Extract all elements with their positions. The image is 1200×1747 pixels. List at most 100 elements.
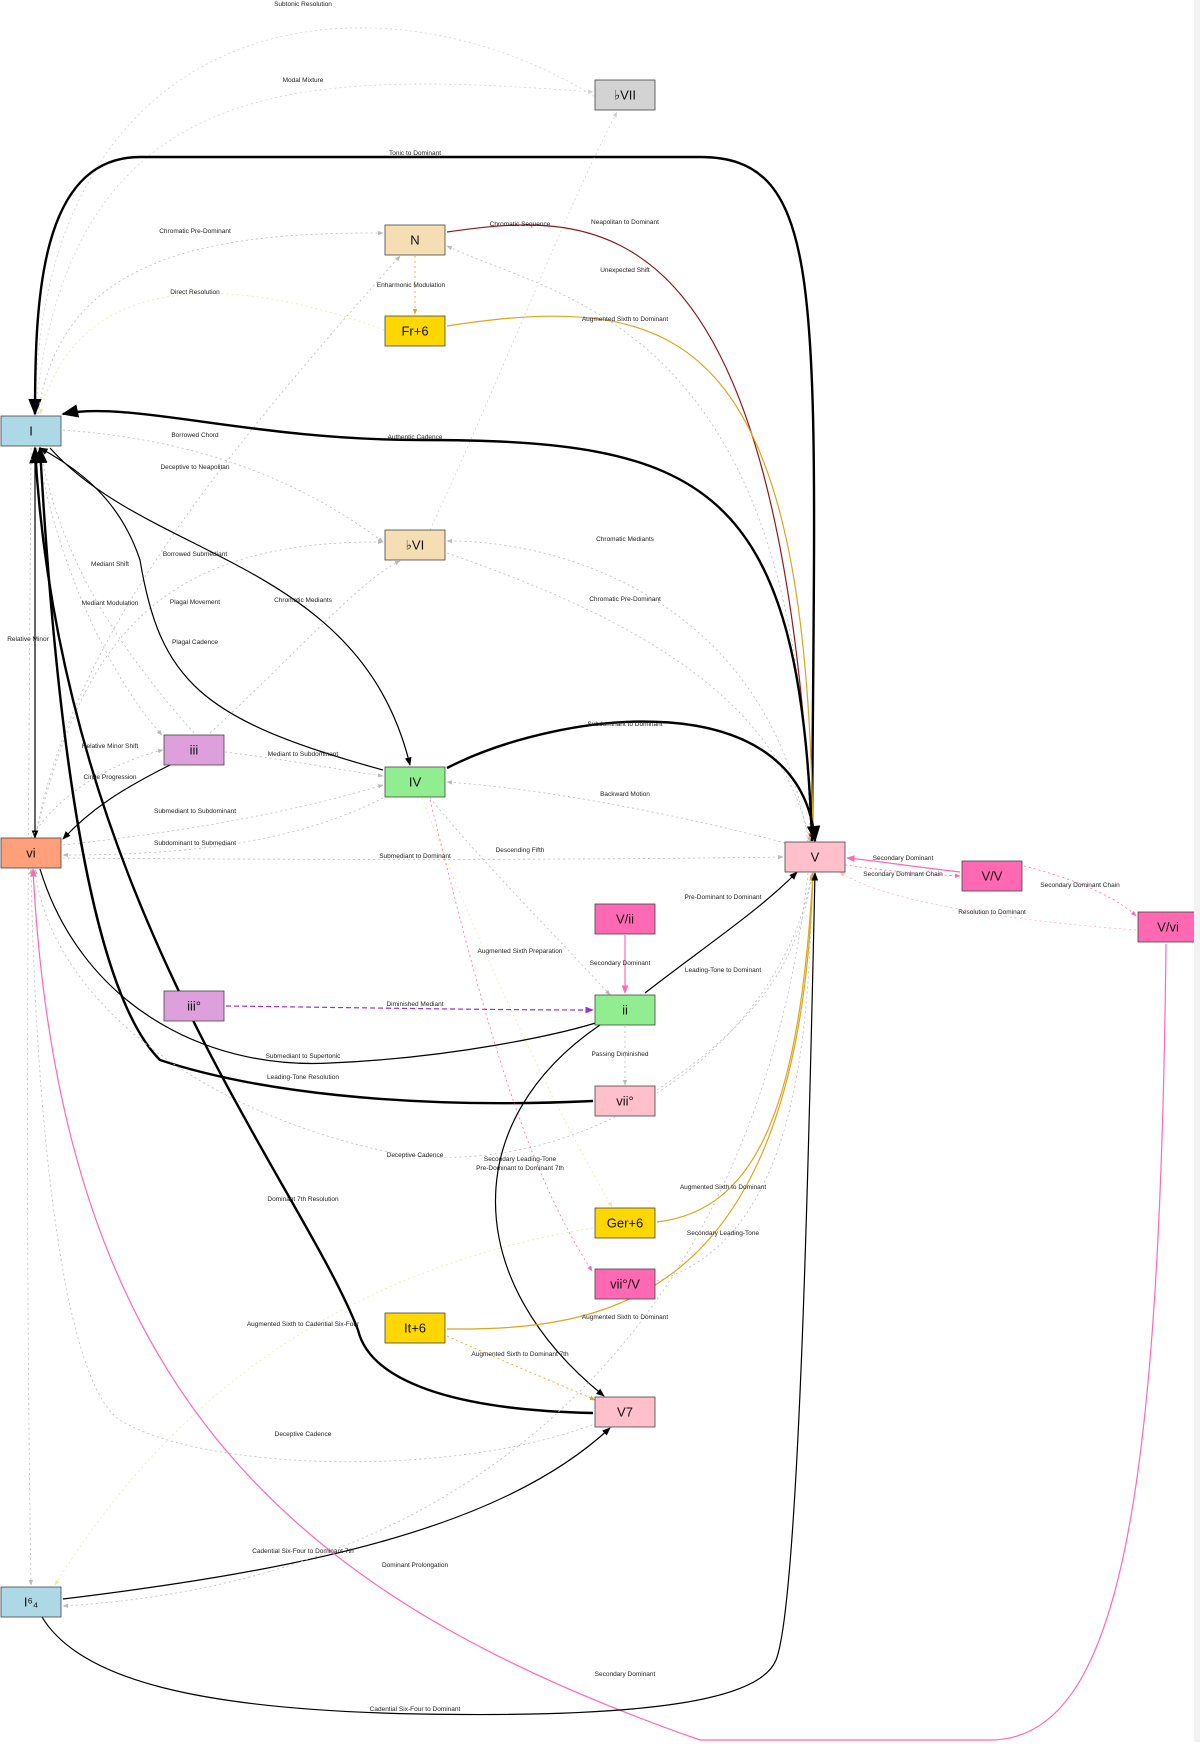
node-box-viio xyxy=(594,1085,656,1117)
edge-label-secondary-dominant-vv: Secondary Dominant xyxy=(873,855,934,862)
node-iv[interactable]: IV xyxy=(384,766,446,798)
node-i64[interactable]: I⁶₄ xyxy=(0,1586,62,1618)
node-bvii[interactable]: ♭VII xyxy=(594,79,656,111)
edge-deceptive-to-neapolitan xyxy=(34,255,401,839)
edge-label-pre-dominant-to-dominant: Pre-Dominant to Dominant xyxy=(685,894,762,901)
edge-label-resolution-to-dominant: Resolution to Dominant xyxy=(958,909,1026,916)
edge-label-deceptive-cadence-2: Deceptive Cadence xyxy=(275,1431,332,1438)
node-vi[interactable]: vi xyxy=(0,837,62,869)
node-label-vvi: V/vi xyxy=(1157,920,1179,935)
edge-subtonic-resolution xyxy=(32,27,616,415)
node-iii[interactable]: iii xyxy=(163,734,225,766)
edge-plagal-cadence xyxy=(39,447,384,771)
edge-label-subdominant-to-submediant: Subdominant to Submediant xyxy=(154,840,236,847)
node-box-ger6 xyxy=(594,1207,656,1239)
edge-secondary-leading-tone-2 xyxy=(656,872,815,1282)
edge-label-subdominant-to-dominant: Subdominant to Dominant xyxy=(587,721,662,728)
node-label-bvi: ♭VI xyxy=(406,538,424,553)
node-it6[interactable]: It+6 xyxy=(384,1312,446,1344)
node-label-ii: ii xyxy=(622,1003,628,1018)
node-label-viiov: vii°/V xyxy=(610,1277,640,1292)
edge-label-augmented-sixth-preparation: Augmented Sixth Preparation xyxy=(478,948,563,955)
node-ii[interactable]: ii xyxy=(594,994,656,1026)
node-vv[interactable]: V/V xyxy=(961,860,1023,892)
edge-direct-resolution xyxy=(39,293,385,415)
edge-label-dominant-prolongation: Dominant Prolongation xyxy=(382,1562,449,1569)
edge-label-diminished-mediant: Diminished Mediant xyxy=(386,1001,443,1008)
edge-submediant-to-supertonic xyxy=(39,868,606,1065)
edges-layer xyxy=(27,27,1167,1741)
node-box-bvii xyxy=(594,79,656,111)
node-label-vv: V/V xyxy=(982,869,1003,884)
node-label-v7: V7 xyxy=(617,1405,633,1420)
node-box-vv xyxy=(961,860,1023,892)
node-fr6[interactable]: Fr+6 xyxy=(384,315,446,347)
edge-label-dominant-7th-resolution: Dominant 7th Resolution xyxy=(267,1196,339,1203)
node-box-iii xyxy=(163,734,225,766)
node-ger6[interactable]: Ger+6 xyxy=(594,1207,656,1239)
node-iiio[interactable]: iii° xyxy=(163,990,225,1022)
edge-label-cadential-six-four-to-dominant: Cadential Six-Four to Dominant xyxy=(370,1706,461,1713)
edge-pre-dominant-to-dominant-7th xyxy=(495,1024,605,1397)
node-box-it6 xyxy=(384,1312,446,1344)
edge-leading-tone-to-dominant xyxy=(656,872,814,1091)
node-label-v: V xyxy=(811,850,820,865)
node-label-it6: It+6 xyxy=(404,1321,426,1336)
edge-label-descending-fifth: Descending Fifth xyxy=(496,847,545,854)
node-label-iii: iii xyxy=(190,743,199,758)
edge-label-deceptive-cadence-1: Deceptive Cadence xyxy=(387,1152,444,1159)
node-i[interactable]: I xyxy=(0,415,62,447)
node-v[interactable]: V xyxy=(784,841,846,873)
node-box-vii xyxy=(594,903,656,935)
node-box-bvi xyxy=(384,529,446,561)
node-v7[interactable]: V7 xyxy=(594,1396,656,1428)
edge-label-secondary-dominant-chain-1: Secondary Dominant Chain xyxy=(863,871,943,878)
node-label-n: N xyxy=(410,233,419,248)
edge-borrowed-submediant xyxy=(34,539,384,839)
node-label-fr6: Fr+6 xyxy=(401,324,428,339)
edge-label-chromatic-mediants-1: Chromatic Mediants xyxy=(596,536,655,543)
edge-secondary-dominant-chain-2 xyxy=(1023,865,1137,917)
edge-descending-fifth xyxy=(429,797,611,996)
node-viiov[interactable]: vii°/V xyxy=(594,1268,656,1300)
edge-label-chromatic-mediants-2: Chromatic Mediants xyxy=(274,597,333,604)
edge-label-tonic-to-dominant: Tonic to Dominant xyxy=(389,150,441,157)
node-box-n xyxy=(384,224,446,256)
edge-label-unexpected-shift: Unexpected Shift xyxy=(600,267,650,274)
edge-diminished-mediant xyxy=(225,1005,594,1014)
edge-augmented-sixth-preparation xyxy=(421,797,613,1208)
node-box-vvi xyxy=(1137,911,1199,943)
node-label-vii: V/ii xyxy=(616,912,634,927)
edge-label-relative-minor-shift: Relative Minor Shift xyxy=(82,743,139,750)
edge-mediant-shift xyxy=(36,447,163,736)
node-label-viio: vii° xyxy=(616,1094,633,1109)
node-bvi[interactable]: ♭VI xyxy=(384,529,446,561)
edge-pre-dominant-to-dominant xyxy=(644,871,798,994)
vertical-scrollbar[interactable] xyxy=(1194,0,1200,1742)
node-box-v xyxy=(784,841,846,873)
node-label-i: I xyxy=(29,424,33,439)
edge-label-passing-diminished: Passing Diminished xyxy=(591,1051,648,1058)
edge-borrowed-chord xyxy=(62,429,384,543)
node-vii[interactable]: V/ii xyxy=(594,903,656,935)
node-box-iv xyxy=(384,766,446,798)
edge-label-plagal-movement: Plagal Movement xyxy=(170,599,220,606)
edge-label-backward-motion: Backward Motion xyxy=(600,791,650,798)
edge-resolution-to-dominant xyxy=(839,871,1137,931)
node-n[interactable]: N xyxy=(384,224,446,256)
node-vvi[interactable]: V/vi xyxy=(1137,911,1199,943)
edge-label-secondary-dominant-chain-2: Secondary Dominant Chain xyxy=(1040,882,1120,889)
edge-tonic-to-dominant xyxy=(28,155,816,842)
edge-label-enharmonic-modulation: Enharmonic Modulation xyxy=(377,282,446,289)
node-box-ii xyxy=(594,994,656,1026)
edge-secondary-dominant-vvi xyxy=(30,868,1167,1741)
edge-leading-tone-resolution xyxy=(34,446,594,1105)
node-viio[interactable]: vii° xyxy=(594,1085,656,1117)
edge-label-cadential-six-four-to-dominant-7th: Cadential Six-Four to Dominant 7th xyxy=(252,1548,354,1555)
edge-label-augmented-sixth-to-dominant-it: Augmented Sixth to Dominant xyxy=(582,1314,669,1321)
edge-secondary-leading-tone-1 xyxy=(429,799,593,1272)
edge-label-mediant-modulation: Mediant Modulation xyxy=(82,600,139,607)
edge-submediant-to-subdominant xyxy=(62,784,384,846)
edge-modal-mixture xyxy=(34,83,594,415)
